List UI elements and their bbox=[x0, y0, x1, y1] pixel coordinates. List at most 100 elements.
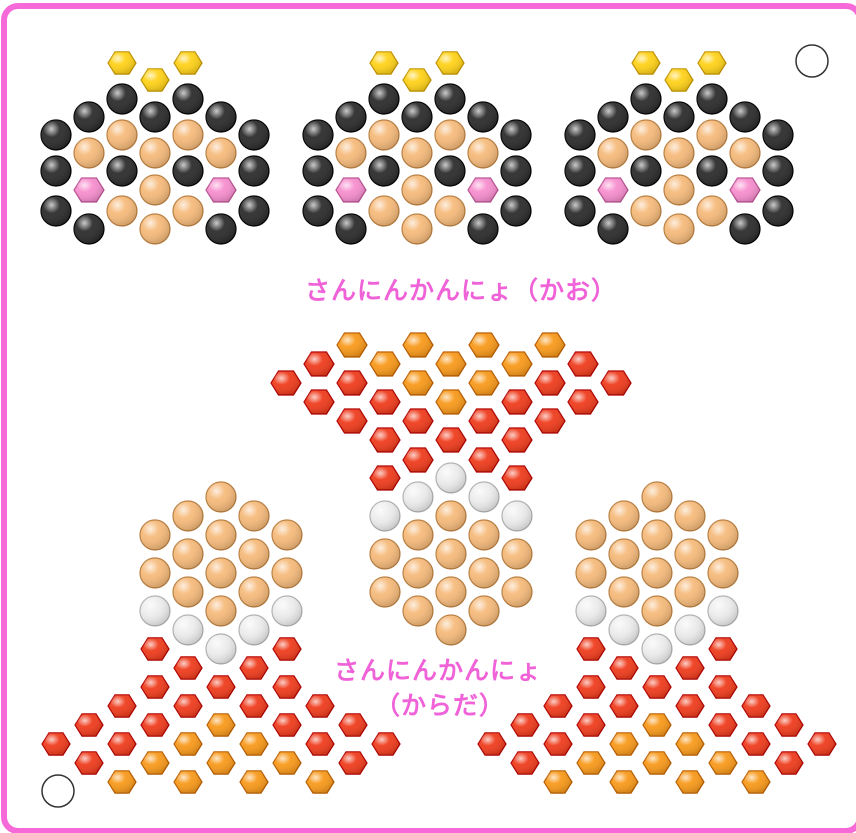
bead-robe_red bbox=[273, 714, 301, 736]
bead-black bbox=[41, 156, 71, 186]
bead-white bbox=[675, 615, 705, 645]
bead-robe_red bbox=[240, 695, 268, 717]
bead-black bbox=[730, 102, 760, 132]
face-caption: さんにんかんにょ（かお） bbox=[296, 271, 626, 307]
bead-robe_red bbox=[577, 638, 605, 660]
bead-black bbox=[598, 102, 628, 132]
bead-black bbox=[239, 196, 269, 226]
body-caption-line2: （からだ） bbox=[360, 686, 520, 722]
bead-white bbox=[436, 463, 466, 493]
bead-skin bbox=[272, 558, 302, 588]
bead-robe_red bbox=[108, 695, 136, 717]
bead-skin bbox=[369, 120, 399, 150]
bead-robe_red bbox=[511, 752, 539, 774]
bead-crown_yellow bbox=[436, 52, 464, 74]
bead-skin bbox=[642, 596, 672, 626]
bead-black bbox=[173, 156, 203, 186]
bead-black bbox=[468, 102, 498, 132]
bead-robe_red bbox=[240, 657, 268, 679]
bead-skin bbox=[436, 615, 466, 645]
bead-skin bbox=[598, 138, 628, 168]
bead-black bbox=[763, 196, 793, 226]
bead-skin bbox=[675, 539, 705, 569]
bead-black bbox=[239, 156, 269, 186]
bead-skin bbox=[697, 196, 727, 226]
bead-black bbox=[501, 120, 531, 150]
body-caption-line1: さんにんかんにょ bbox=[318, 651, 558, 687]
bead-skin bbox=[107, 120, 137, 150]
bead-skin bbox=[336, 138, 366, 168]
bead-robe_orange bbox=[207, 752, 235, 774]
bead-black bbox=[565, 120, 595, 150]
bead-black bbox=[598, 214, 628, 244]
bead-skin bbox=[664, 214, 694, 244]
bead-robe_red bbox=[775, 714, 803, 736]
bead-skin bbox=[642, 482, 672, 512]
bead-robe_orange bbox=[174, 771, 202, 793]
bead-crown_yellow bbox=[698, 52, 726, 74]
bead-black bbox=[435, 156, 465, 186]
bead-skin bbox=[502, 577, 532, 607]
bead-robe_red bbox=[108, 733, 136, 755]
bead-skin bbox=[402, 175, 432, 205]
bead-skin bbox=[730, 138, 760, 168]
bead-black bbox=[631, 84, 661, 114]
bead-black bbox=[501, 196, 531, 226]
bead-robe_red bbox=[610, 657, 638, 679]
bead-skin bbox=[239, 539, 269, 569]
bead-skin bbox=[173, 196, 203, 226]
bead-skin bbox=[74, 138, 104, 168]
bead-skin bbox=[675, 501, 705, 531]
bead-skin bbox=[469, 596, 499, 626]
bead-skin bbox=[403, 558, 433, 588]
bead-skin bbox=[206, 558, 236, 588]
bead-robe_orange bbox=[207, 714, 235, 736]
bead-black bbox=[206, 214, 236, 244]
bead-skin bbox=[140, 175, 170, 205]
bead-white bbox=[403, 482, 433, 512]
bead-robe_red bbox=[339, 752, 367, 774]
bead-black bbox=[369, 156, 399, 186]
bead-skin bbox=[206, 596, 236, 626]
bead-robe_red bbox=[709, 638, 737, 660]
bead-black bbox=[74, 102, 104, 132]
bead-black bbox=[435, 84, 465, 114]
bead-white bbox=[140, 596, 170, 626]
bead-skin bbox=[402, 214, 432, 244]
bead-skin bbox=[173, 577, 203, 607]
bead-skin bbox=[609, 539, 639, 569]
bead-skin bbox=[697, 120, 727, 150]
bead-black bbox=[501, 156, 531, 186]
bead-skin bbox=[403, 596, 433, 626]
bead-robe_red bbox=[742, 695, 770, 717]
bead-skin bbox=[468, 138, 498, 168]
bead-robe_red bbox=[174, 657, 202, 679]
bead-robe_red bbox=[676, 657, 704, 679]
bead-robe_orange bbox=[643, 714, 671, 736]
bead-black bbox=[697, 156, 727, 186]
bead-skin bbox=[206, 520, 236, 550]
bead-black bbox=[369, 84, 399, 114]
bead-black bbox=[107, 84, 137, 114]
bead-robe_orange bbox=[273, 752, 301, 774]
bead-skin bbox=[609, 501, 639, 531]
bead-robe_orange bbox=[709, 752, 737, 774]
bead-robe_red bbox=[42, 733, 70, 755]
bead-skin bbox=[239, 577, 269, 607]
bead-robe_red bbox=[75, 752, 103, 774]
corner-hole-bottom-left bbox=[42, 775, 74, 807]
bead-robe_red bbox=[306, 695, 334, 717]
bead-crown_yellow bbox=[174, 52, 202, 74]
bead-robe_orange bbox=[610, 733, 638, 755]
bead-skin bbox=[206, 138, 236, 168]
bead-skin bbox=[239, 501, 269, 531]
bead-skin bbox=[140, 558, 170, 588]
bead-robe_orange bbox=[676, 733, 704, 755]
bead-skin bbox=[140, 214, 170, 244]
bead-robe_red bbox=[808, 733, 836, 755]
bead-crown_yellow bbox=[141, 69, 169, 91]
bead-skin bbox=[436, 539, 466, 569]
bead-robe_orange bbox=[174, 733, 202, 755]
bead-robe_red bbox=[306, 733, 334, 755]
bead-robe_red bbox=[478, 733, 506, 755]
